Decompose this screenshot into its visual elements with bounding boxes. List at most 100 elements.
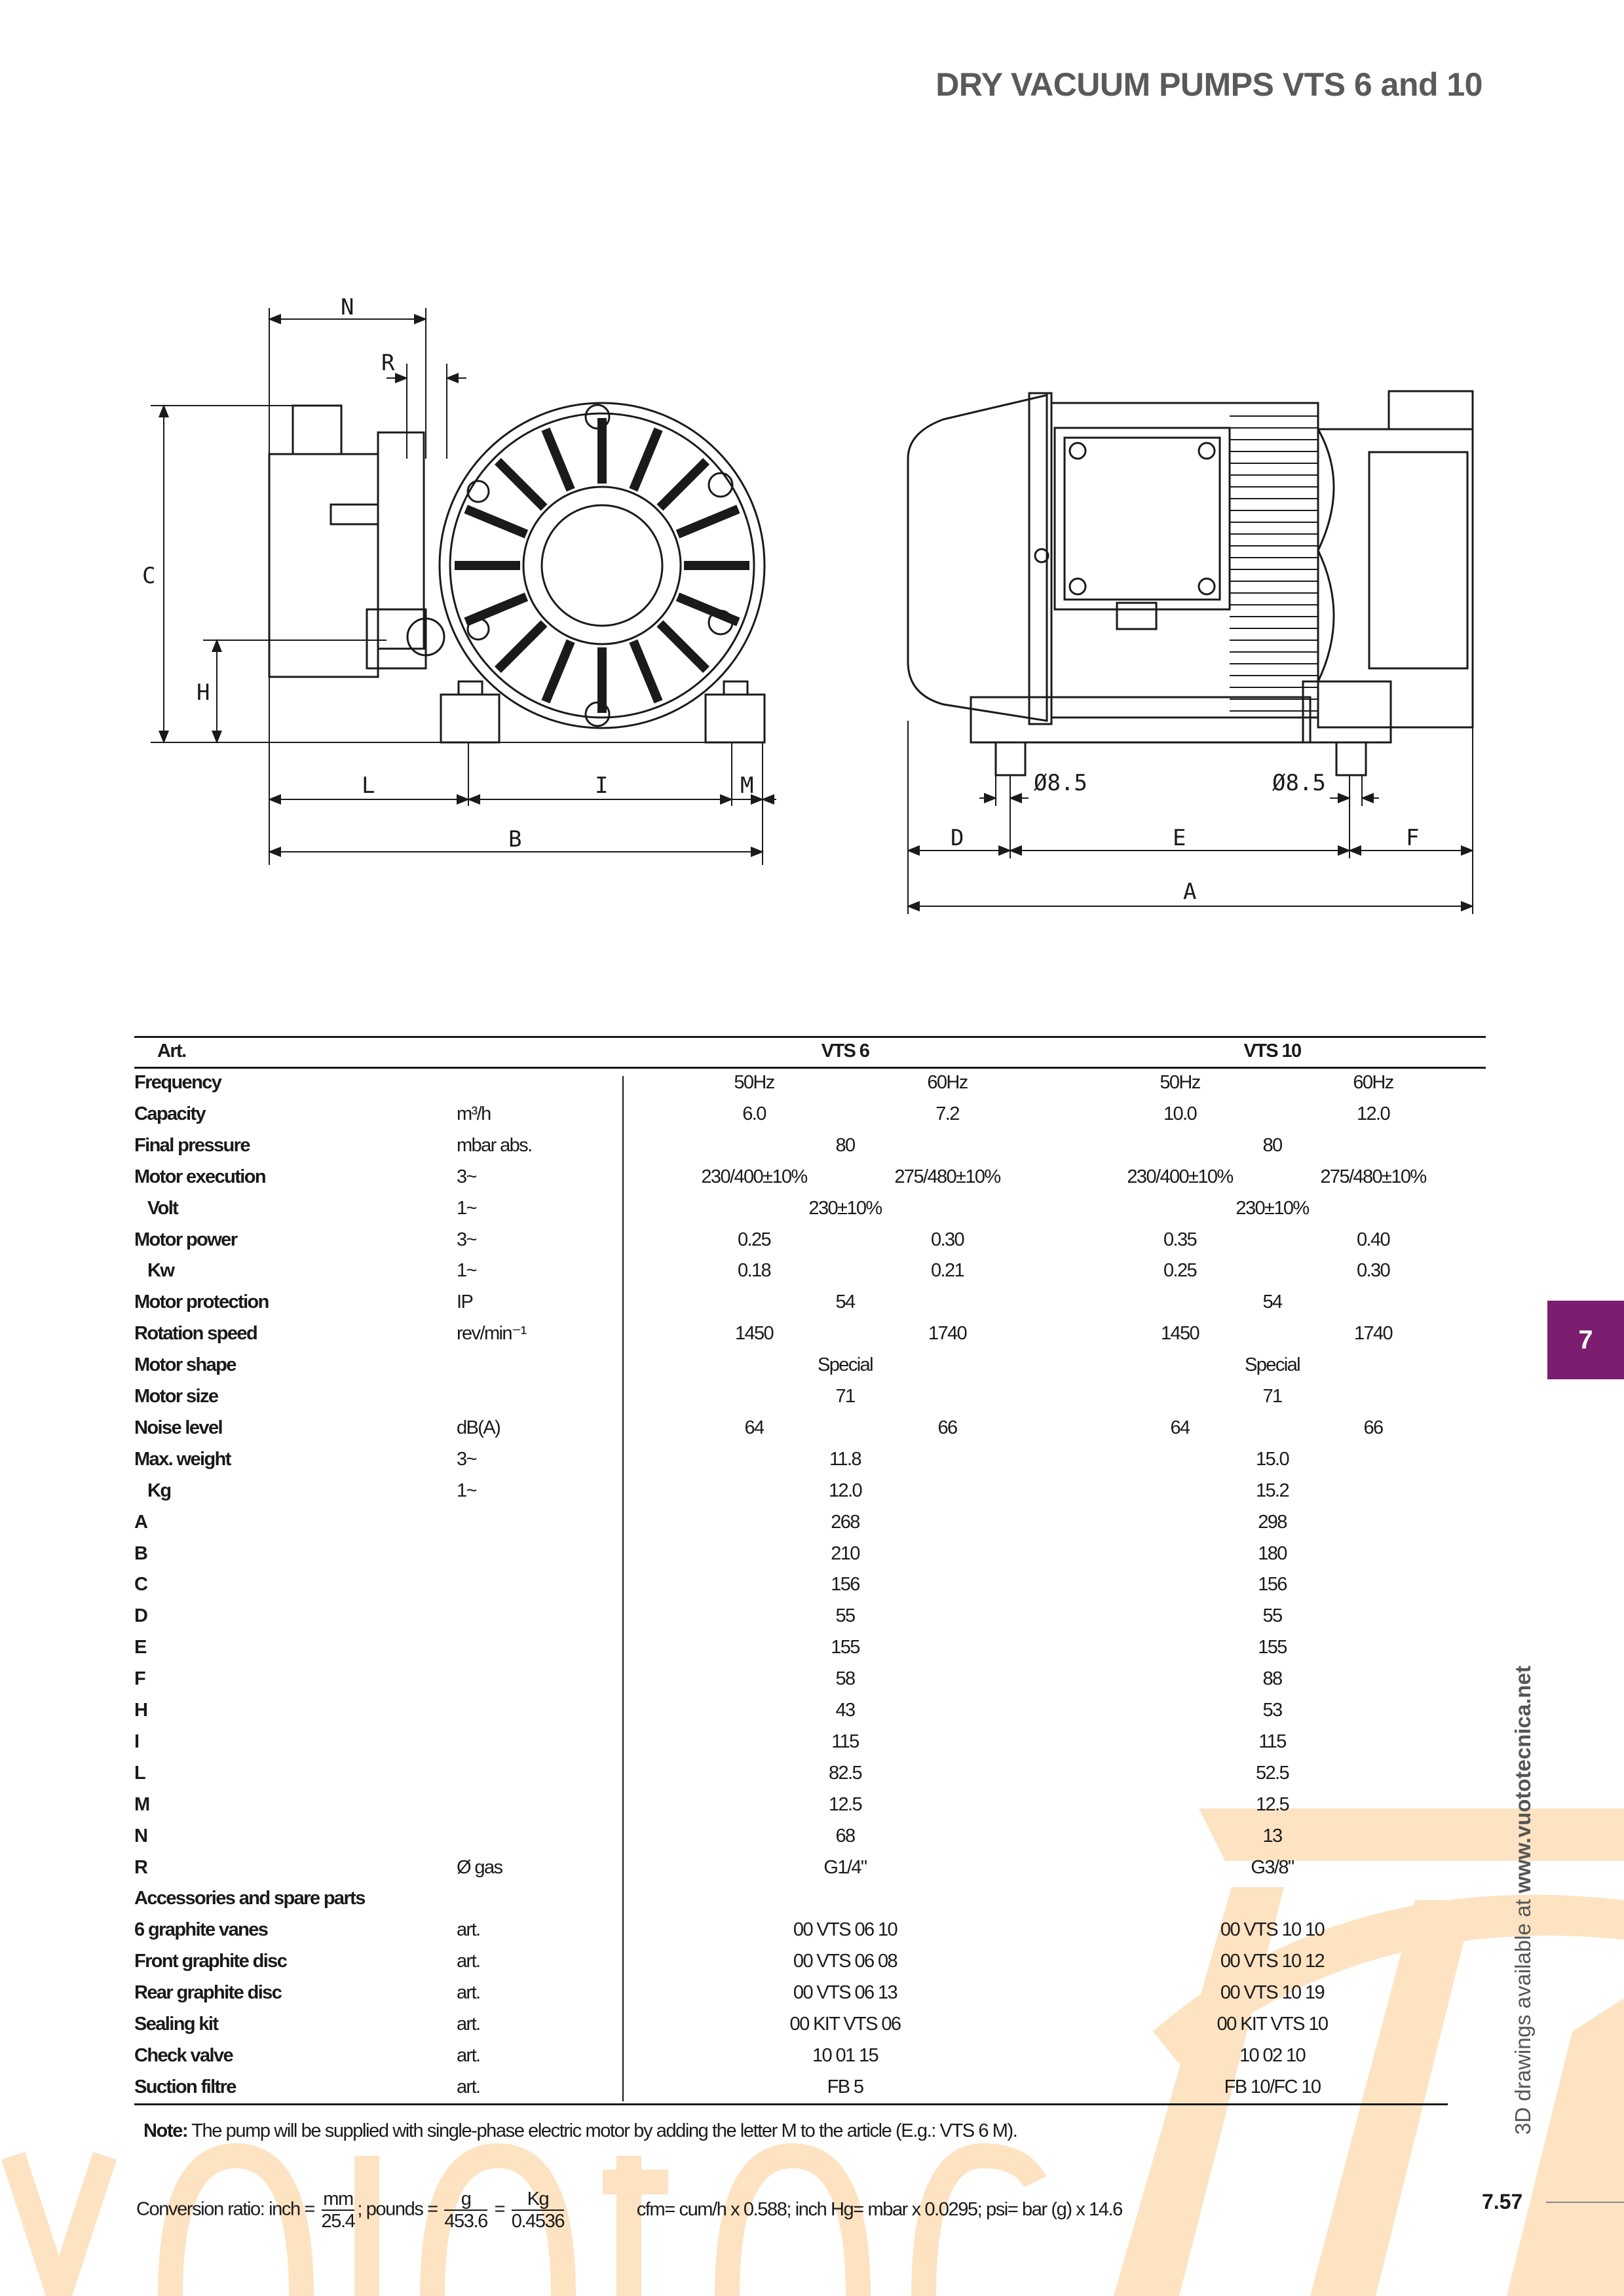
table-row: Motor protection IP 54 54 xyxy=(0,1286,1624,1318)
row-unit: 3~ xyxy=(457,1229,477,1250)
row-label: C xyxy=(134,1574,148,1596)
row-unit: mbar abs. xyxy=(457,1134,533,1156)
value-vts10: 10 02 10 xyxy=(1239,2044,1306,2066)
side-view-drawing: Ø8.5 Ø8.5 D E F A xyxy=(907,390,1474,914)
value-vts6: 71 xyxy=(835,1386,856,1407)
value-vts10: 54 xyxy=(1262,1292,1283,1313)
value-vts6: 00 VTS 06 10 xyxy=(793,1919,898,1941)
table-header-rule xyxy=(134,1067,1486,1069)
dim-label-C: C xyxy=(142,563,155,589)
value-vts6: FB 5 xyxy=(827,2076,864,2097)
value-vts6: 10 01 15 xyxy=(812,2044,879,2066)
value-vts6-60hz: 60Hz xyxy=(927,1072,968,1093)
row-label: Motor protection xyxy=(134,1292,269,1313)
chapter-tab[interactable]: 7 xyxy=(1547,1301,1624,1379)
row-unit: rev/min⁻¹ xyxy=(457,1323,527,1345)
row-unit: dB(A) xyxy=(457,1417,501,1438)
value-vts6-60hz: 275/480±10% xyxy=(894,1166,1001,1187)
dim-label-M: M xyxy=(740,773,753,799)
row-label: M xyxy=(134,1793,150,1815)
page-number: 7.57 xyxy=(1482,2190,1523,2213)
value-vts6: 210 xyxy=(831,1542,860,1564)
motor-fins xyxy=(1230,415,1318,712)
value-vts10: 15.0 xyxy=(1255,1448,1290,1470)
value-vts10-60hz: 0.30 xyxy=(1356,1260,1391,1282)
dim-label-N: N xyxy=(341,294,354,320)
value-vts10-60hz: 275/480±10% xyxy=(1320,1166,1427,1187)
value-vts6: 155 xyxy=(831,1637,860,1658)
page-number-rule xyxy=(1546,2202,1624,2203)
table-row: Accessories and spare parts xyxy=(0,1883,1624,1914)
website-link[interactable]: www.vuototecnica.net xyxy=(1511,1666,1535,1894)
value-vts10-60hz: 60Hz xyxy=(1353,1072,1394,1093)
fan-cover-slot xyxy=(656,457,710,511)
dim-label-B: B xyxy=(508,826,521,852)
denominator: 25.4 xyxy=(321,2211,356,2232)
value-vts10: 00 VTS 10 19 xyxy=(1220,1982,1325,2004)
value-vts6-50hz: 64 xyxy=(744,1417,765,1438)
value-vts6: 68 xyxy=(835,1825,856,1846)
value-vts6-50hz: 230/400±10% xyxy=(701,1166,808,1187)
row-unit: 1~ xyxy=(457,1480,477,1501)
row-label: Suction filtre xyxy=(134,2076,236,2097)
value-vts6-50hz: 0.25 xyxy=(737,1229,772,1250)
technical-drawings: N R C H L I M B xyxy=(142,294,1474,914)
value-vts10: 52.5 xyxy=(1255,1762,1290,1784)
fan-cover-slot xyxy=(675,505,740,539)
value-vts6: 156 xyxy=(831,1574,860,1596)
value-vts6: 80 xyxy=(835,1134,856,1156)
fan-cover-slot xyxy=(494,620,548,674)
value-vts6: 268 xyxy=(831,1511,860,1533)
value-vts10: 156 xyxy=(1258,1574,1287,1596)
fan-cover-slot xyxy=(464,505,529,539)
row-label: B xyxy=(134,1542,148,1564)
row-label: Rear graphite disc xyxy=(134,1982,282,2004)
value-vts6-50hz: 6.0 xyxy=(742,1103,766,1124)
header-model-vts6: VTS 6 xyxy=(821,1041,870,1062)
value-vts10: 00 KIT VTS 10 xyxy=(1217,2014,1329,2035)
value-vts10-50hz: 0.35 xyxy=(1163,1229,1198,1250)
value-vts6-60hz: 7.2 xyxy=(935,1103,960,1124)
motor-fan-cover xyxy=(438,402,766,729)
dim-label-L: L xyxy=(362,773,375,799)
row-label: Frequency xyxy=(134,1072,222,1093)
row-label: Rotation speed xyxy=(134,1323,258,1345)
header-art: Art. xyxy=(157,1041,187,1062)
row-unit: 3~ xyxy=(457,1448,477,1470)
value-vts10: FB 10/FC 10 xyxy=(1224,2076,1321,2097)
value-vts6-50hz: 0.18 xyxy=(737,1260,772,1282)
row-label: Accessories and spare parts xyxy=(134,1888,366,1909)
header-model-vts10: VTS 10 xyxy=(1243,1041,1302,1062)
row-unit: m³/h xyxy=(457,1103,491,1124)
table-row: C 156 156 xyxy=(0,1569,1624,1600)
row-unit: IP xyxy=(457,1292,474,1313)
row-label: Motor power xyxy=(134,1229,238,1250)
value-vts10: 55 xyxy=(1262,1605,1283,1627)
value-vts10-60hz: 66 xyxy=(1363,1417,1384,1438)
value-vts10: 180 xyxy=(1258,1542,1287,1564)
row-label: I xyxy=(134,1731,140,1752)
table-top-rule xyxy=(134,1036,1486,1038)
value-vts6: 54 xyxy=(835,1292,856,1313)
front-view-drawing: N R C H L I M B xyxy=(142,294,776,865)
fan-cover xyxy=(907,394,1048,722)
table-column-divider xyxy=(622,1076,624,2101)
value-vts10-60hz: 0.40 xyxy=(1356,1229,1391,1250)
dim-label-I: I xyxy=(595,773,608,799)
value-vts6: 58 xyxy=(835,1668,856,1690)
row-unit: art. xyxy=(457,1982,481,2004)
row-label: Kw xyxy=(147,1260,175,1282)
